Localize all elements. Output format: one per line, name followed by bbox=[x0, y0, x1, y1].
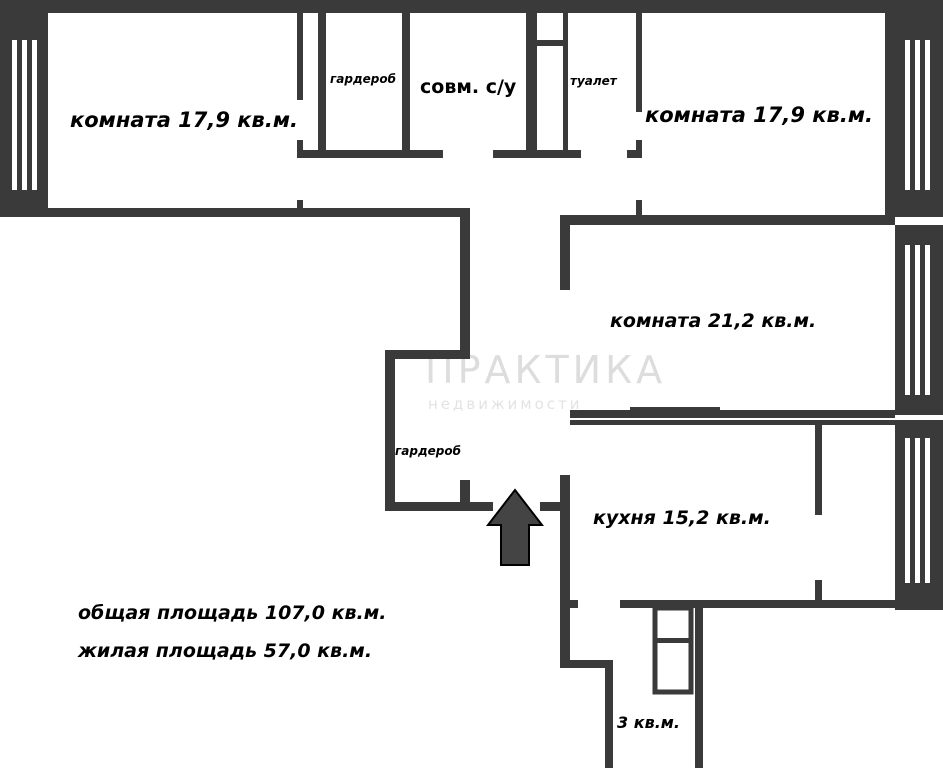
window-right-kitchen bbox=[895, 420, 943, 610]
room-label-middle: комната 21,2 кв.м. bbox=[610, 310, 817, 332]
balcony-label: 3 кв.м. bbox=[617, 713, 680, 732]
window-left bbox=[0, 12, 48, 217]
balcony-walls bbox=[560, 605, 703, 768]
outer-walls bbox=[0, 0, 943, 225]
room-label-top-right: комната 17,9 кв.м. bbox=[645, 103, 873, 127]
watermark-subtitle: недвижимости bbox=[428, 395, 583, 413]
living-area-label: жилая площадь 57,0 кв.м. bbox=[78, 640, 373, 662]
wardrobe-label-top: гардероб bbox=[330, 72, 396, 86]
window-right-top bbox=[895, 12, 943, 217]
kitchen-label: кухня 15,2 кв.м. bbox=[593, 507, 771, 529]
window-right-middle bbox=[895, 225, 943, 415]
wardrobe-label-hall: гардероб bbox=[395, 444, 461, 458]
toilet-label: туалет bbox=[570, 74, 617, 88]
total-area-label: общая площадь 107,0 кв.м. bbox=[78, 602, 387, 624]
bathroom-label: совм. с/у bbox=[420, 76, 517, 98]
inner-walls bbox=[297, 12, 895, 665]
room-label-top-left: комната 17,9 кв.м. bbox=[70, 108, 298, 132]
entrance-arrow-icon bbox=[485, 488, 545, 566]
